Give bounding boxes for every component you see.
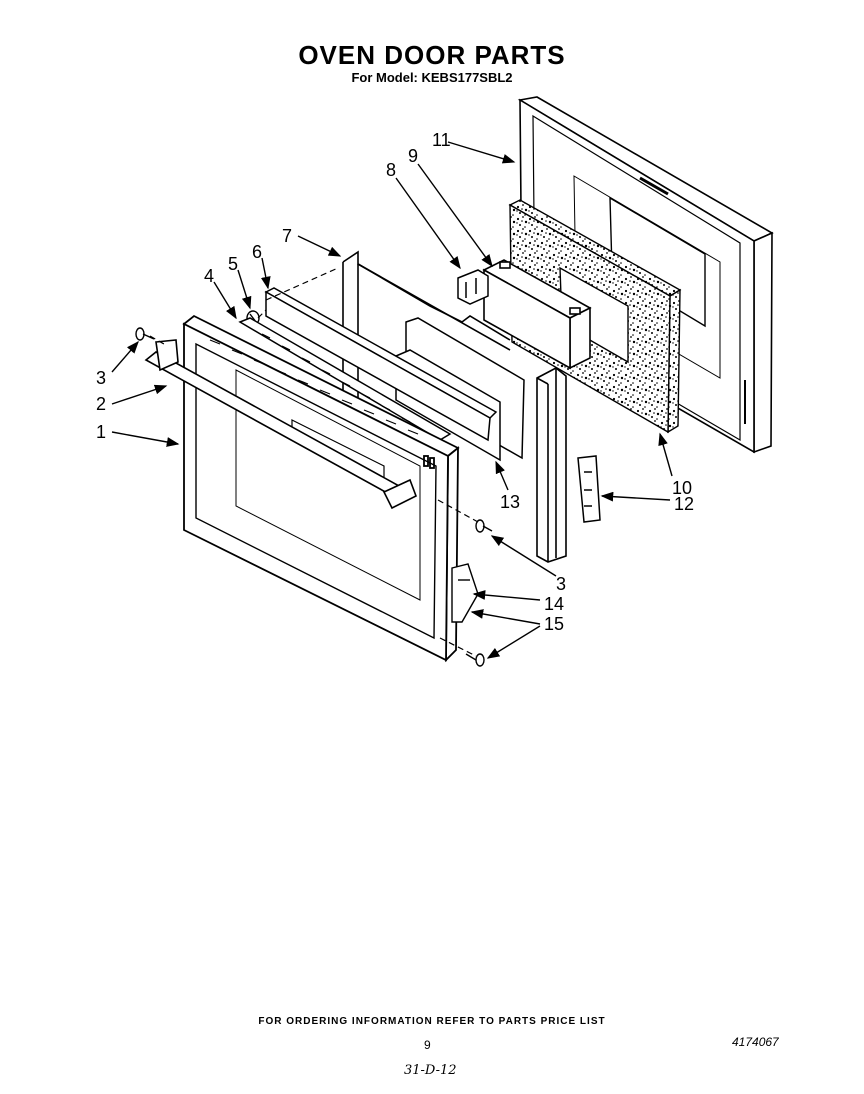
handwritten-note: 31-D-12 (404, 1063, 457, 1078)
callout-11: 11 (432, 130, 451, 150)
callout-10: 10 (672, 478, 692, 498)
callout-2: 2 (96, 394, 106, 414)
callout-3-left: 3 (96, 368, 106, 388)
callout-15: 15 (544, 614, 564, 634)
part-6-vent-trim (264, 287, 498, 442)
callout-4: 4 (204, 266, 214, 286)
callout-9: 9 (408, 146, 418, 166)
callout-6: 6 (252, 242, 262, 262)
part-4-vent-strip (238, 317, 452, 441)
part-14-hinge (451, 563, 479, 623)
model-subtitle: For Model: KEBS177SBL2 (351, 70, 513, 85)
page-number: 9 (424, 1038, 431, 1052)
part-15-screw (465, 653, 485, 667)
leader-lines (111, 141, 673, 659)
part-3-screws (135, 327, 493, 533)
callout-14: 14 (544, 594, 564, 614)
callout-12: 12 (674, 494, 694, 514)
callout-1: 1 (96, 422, 106, 442)
ordering-note: FOR ORDERING INFORMATION REFER TO PARTS … (258, 1016, 606, 1027)
document-number: 4174067 (732, 1035, 779, 1049)
callout-3-right: 3 (556, 574, 566, 594)
part-9-control-box (482, 259, 592, 370)
callout-7: 7 (282, 226, 292, 246)
page-title: OVEN DOOR PARTS (298, 40, 566, 70)
callout-5: 5 (228, 254, 238, 274)
assembly-dashes (149, 267, 479, 657)
part-8-bracket (457, 269, 489, 305)
callout-8: 8 (386, 160, 396, 180)
part-2-handle (144, 339, 418, 510)
part-12-bracket (577, 455, 601, 523)
callout-13: 13 (500, 492, 520, 512)
